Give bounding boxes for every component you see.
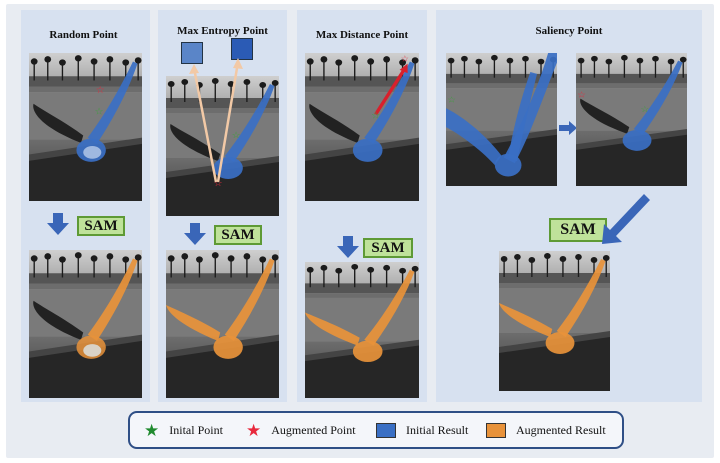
svg-text:☆: ☆ [213,179,223,189]
saliency-point-panel: Saliency Point ☆ ☆ ☆ SAM [436,10,702,402]
panel-title: Max Entropy Point [177,25,268,37]
output-image [499,251,610,391]
legend-initial-point: ★ Inital Point [144,413,223,447]
panel-title: Saliency Point [535,25,603,37]
random-point-panel: Random Point ☆ ☆ SAM [21,10,150,402]
red-star-icon: ★ [246,420,262,440]
down-arrow-icon [47,213,69,235]
down-arrow-icon [184,223,206,245]
svg-text:☆: ☆ [371,111,380,122]
output-image [305,262,419,398]
svg-text:☆: ☆ [232,131,242,141]
input-image: ☆ ☆ [166,76,279,216]
legend-label: Augmented Result [516,422,606,437]
diagonal-arrow-icon [602,194,650,244]
legend: ★ Inital Point ★ Augmented Point Initial… [128,411,624,449]
input-image: ☆ ☆ [576,53,687,186]
legend-label: Augmented Point [271,422,356,437]
legend-label: Initial Result [406,422,469,437]
entropy-arrows [189,58,243,183]
svg-text:☆: ☆ [577,90,586,100]
output-image [29,250,142,398]
down-arrow-icon [337,236,359,258]
saliency-image: ☆ [446,53,557,186]
input-image: ☆ ☆ [29,53,142,201]
legend-label: Inital Point [169,422,223,437]
panel-title: Random Point [49,29,118,41]
legend-initial-result: Initial Result [376,413,468,447]
svg-text:☆: ☆ [95,107,104,118]
sam-box: SAM [363,238,413,258]
panel-title: Max Distance Point [315,29,409,41]
sam-box: SAM [77,216,125,236]
legend-augmented-result: Augmented Result [486,413,606,447]
legend-augmented-point: ★ Augmented Point [246,413,356,447]
sam-box: SAM [549,218,607,242]
right-arrow-icon [559,121,577,135]
sam-box: SAM [214,225,262,245]
output-image [166,250,279,398]
blue-swatch [376,422,396,438]
svg-text:☆: ☆ [401,55,409,65]
max-distance-panel: Max Distance Point ☆ ☆ SAM [297,10,427,402]
svg-text:☆: ☆ [96,85,105,96]
green-star-icon: ★ [144,420,160,440]
entropy-patch-1 [181,42,203,64]
input-image: ☆ ☆ [305,53,419,201]
orange-swatch [486,422,506,438]
svg-text:☆: ☆ [640,105,649,115]
svg-text:☆: ☆ [447,95,456,105]
entropy-patch-2 [231,38,253,60]
max-entropy-panel: Max Entropy Point ☆ ☆ SAM [158,10,287,402]
